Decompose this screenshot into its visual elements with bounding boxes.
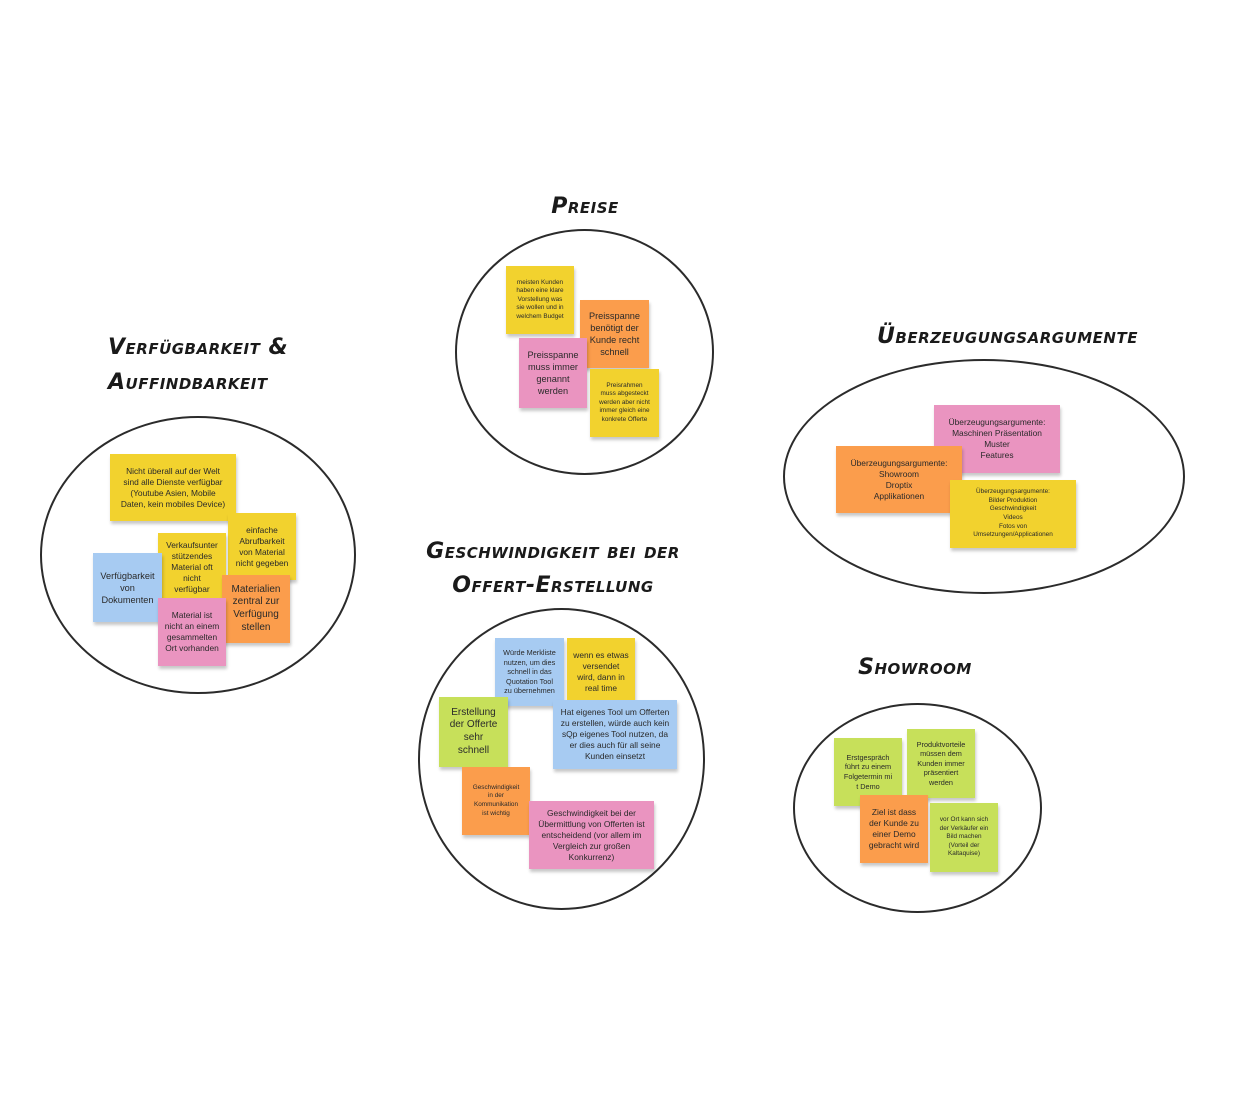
cluster-circle-preise[interactable] <box>455 229 714 475</box>
sticky-note[interactable]: Geschwindigkeit bei der Übermittlung von… <box>529 801 654 869</box>
sticky-note-text: meisten Kunden haben eine klare Vorstell… <box>516 278 564 320</box>
sticky-note-text: Geschwindigkeit bei der Übermittlung von… <box>538 807 645 862</box>
cluster-title-verfuegbarkeit-line2[interactable]: Auffindbarkeit <box>108 370 268 395</box>
sticky-note-text: Preisspanne muss immer genannt werden <box>527 350 579 396</box>
cluster-title-geschwindigkeit-line2[interactable]: Offert-Erstellung <box>452 573 654 598</box>
sticky-note[interactable]: Überzeugungsargumente: Bilder Produktion… <box>950 480 1076 548</box>
sticky-note[interactable]: Produktvorteile müssen dem Kunden immer … <box>907 729 975 798</box>
sticky-note-text: wenn es etwas versendet wird, dann in re… <box>573 650 629 693</box>
sticky-note-text: Materialien zentral zur Verfügung stelle… <box>231 583 281 633</box>
sticky-note-text: Erstgespräch führt zu einem Folgetermin … <box>843 752 893 791</box>
sticky-note-text: Verfügbarkeit von Dokumenten <box>100 570 155 605</box>
sticky-note-text: Ziel ist dass der Kunde zu einer Demo ge… <box>868 807 920 850</box>
sticky-note-text: einfache Abrufbarkeit von Material nicht… <box>235 524 289 568</box>
sticky-note-text: Überzeugungsargumente: Maschinen Präsent… <box>948 417 1046 460</box>
sticky-note[interactable]: wenn es etwas versendet wird, dann in re… <box>567 638 635 706</box>
sticky-note-text: Produktvorteile müssen dem Kunden immer … <box>916 739 966 787</box>
sticky-note-text: Nicht überall auf der Welt sind alle Die… <box>120 465 226 509</box>
cluster-title-preise[interactable]: Preise <box>551 194 619 219</box>
sticky-note[interactable]: einfache Abrufbarkeit von Material nicht… <box>228 513 296 580</box>
cluster-title-ueberzeugungsargumente[interactable]: Überzeugungsargumente <box>877 324 1138 349</box>
sticky-note[interactable]: Würde Merkliste nutzen, um dies schnell … <box>495 638 564 706</box>
sticky-note-text: Überzeugungsargumente: Bilder Produktion… <box>973 488 1053 539</box>
sticky-note[interactable]: vor Ort kann sich der Verkäufer ein Bild… <box>930 803 998 872</box>
sticky-note-text: Überzeugungsargumente: Showroom Droptix … <box>850 457 948 501</box>
sticky-note[interactable]: Geschwindigkeit in der Kommunikation ist… <box>462 767 530 835</box>
sticky-note-text: Material ist nicht an einem gesammelten … <box>164 610 220 653</box>
sticky-note-text: Verkaufsunter stützendes Material oft ni… <box>166 539 218 594</box>
cluster-title-showroom[interactable]: Showroom <box>858 655 972 680</box>
sticky-note[interactable]: Erstellung der Offerte sehr schnell <box>439 697 508 767</box>
sticky-note[interactable]: Materialien zentral zur Verfügung stelle… <box>222 575 290 643</box>
sticky-note[interactable]: Hat eigenes Tool um Offerten zu erstelle… <box>553 700 677 769</box>
cluster-circle-ueberzeugungsargumente[interactable] <box>783 359 1185 594</box>
sticky-note[interactable]: Preisspanne benötigt der Kunde recht sch… <box>580 300 649 368</box>
sticky-note[interactable]: Preisrahmen muss abgesteckt werden aber … <box>590 369 659 437</box>
sticky-note-text: Würde Merkliste nutzen, um dies schnell … <box>503 648 556 696</box>
cluster-title-verfuegbarkeit-line1[interactable]: Verfügbarkeit & <box>108 335 289 360</box>
cluster-circle-showroom[interactable] <box>793 703 1042 913</box>
sticky-note[interactable]: Verfügbarkeit von Dokumenten <box>93 553 162 622</box>
sticky-note[interactable]: Nicht überall auf der Welt sind alle Die… <box>110 454 236 521</box>
sticky-note[interactable]: Verkaufsunter stützendes Material oft ni… <box>158 533 226 601</box>
sticky-note-text: Preisrahmen muss abgesteckt werden aber … <box>599 381 650 423</box>
cluster-circle-verfuegbarkeit[interactable] <box>40 416 356 694</box>
sticky-note[interactable]: Überzeugungsargumente: Showroom Droptix … <box>836 446 962 513</box>
sticky-note-text: vor Ort kann sich der Verkäufer ein Bild… <box>939 816 989 858</box>
sticky-note[interactable]: Material ist nicht an einem gesammelten … <box>158 598 226 666</box>
sticky-note-text: Hat eigenes Tool um Offerten zu erstelle… <box>560 707 670 761</box>
sticky-note[interactable]: Preisspanne muss immer genannt werden <box>519 338 587 408</box>
sticky-note-text: Geschwindigkeit in der Kommunikation ist… <box>472 783 520 817</box>
sticky-note-text: Erstellung der Offerte sehr schnell <box>449 706 498 756</box>
sticky-note[interactable]: Ziel ist dass der Kunde zu einer Demo ge… <box>860 795 928 863</box>
sticky-note-text: Preisspanne benötigt der Kunde recht sch… <box>588 311 641 357</box>
sticky-note[interactable]: meisten Kunden haben eine klare Vorstell… <box>506 266 574 334</box>
sticky-note[interactable]: Erstgespräch führt zu einem Folgetermin … <box>834 738 902 806</box>
cluster-circle-geschwindigkeit[interactable] <box>418 608 705 910</box>
cluster-title-geschwindigkeit-line1[interactable]: Geschwindigkeit bei der <box>426 539 680 564</box>
